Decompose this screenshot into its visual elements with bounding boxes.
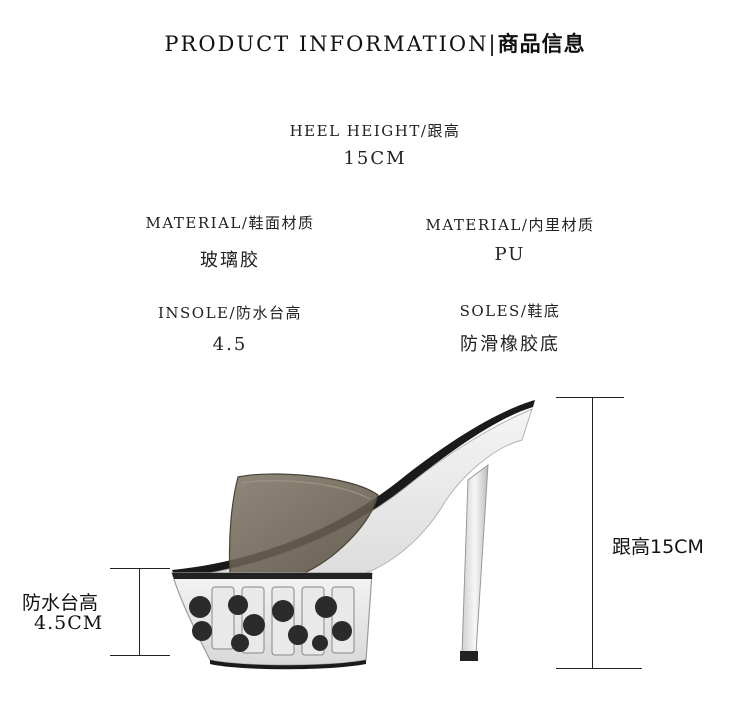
upper-material-value: 玻璃胶	[200, 250, 260, 271]
heel-height-label: HEEL HEIGHT/跟高	[289, 122, 461, 140]
heel-dim-bottom-tick	[556, 668, 642, 669]
heel-height-value: 15CM	[343, 148, 407, 169]
heel-dim-label: 跟高15CM	[612, 536, 704, 558]
title-english: PRODUCT INFORMATION	[164, 32, 489, 56]
title-divider: |	[488, 32, 498, 56]
platform-dim-vertical-line	[139, 568, 140, 656]
platform-dim-bottom-tick	[110, 655, 170, 656]
title-chinese: 商品信息	[497, 32, 586, 56]
insole-value: 4.5	[212, 334, 248, 355]
heel-dim-top-tick	[556, 397, 624, 398]
heel	[461, 463, 489, 654]
heel-tip	[460, 651, 478, 661]
upper-material-label: MATERIAL/鞋面材质	[145, 214, 315, 232]
insole-label: INSOLE/防水台高	[157, 304, 303, 322]
strap	[228, 473, 379, 577]
heel-dim-vertical-line	[592, 397, 593, 669]
soles-label: SOLES/鞋底	[459, 302, 561, 320]
soles-value: 防滑橡胶底	[460, 334, 560, 355]
page-title: PRODUCT INFORMATION|商品信息	[0, 28, 750, 58]
lining-material-value: PU	[494, 244, 526, 265]
shoe-image	[171, 400, 535, 670]
lining-material-label: MATERIAL/内里材质	[425, 216, 595, 234]
platform-dim-top-tick	[110, 568, 170, 569]
platform-dim-value: 4.5CM	[34, 612, 104, 634]
platform-dim-label: 防水台高	[22, 592, 99, 614]
platform-roses	[189, 595, 352, 652]
footbed-edge	[172, 400, 535, 578]
